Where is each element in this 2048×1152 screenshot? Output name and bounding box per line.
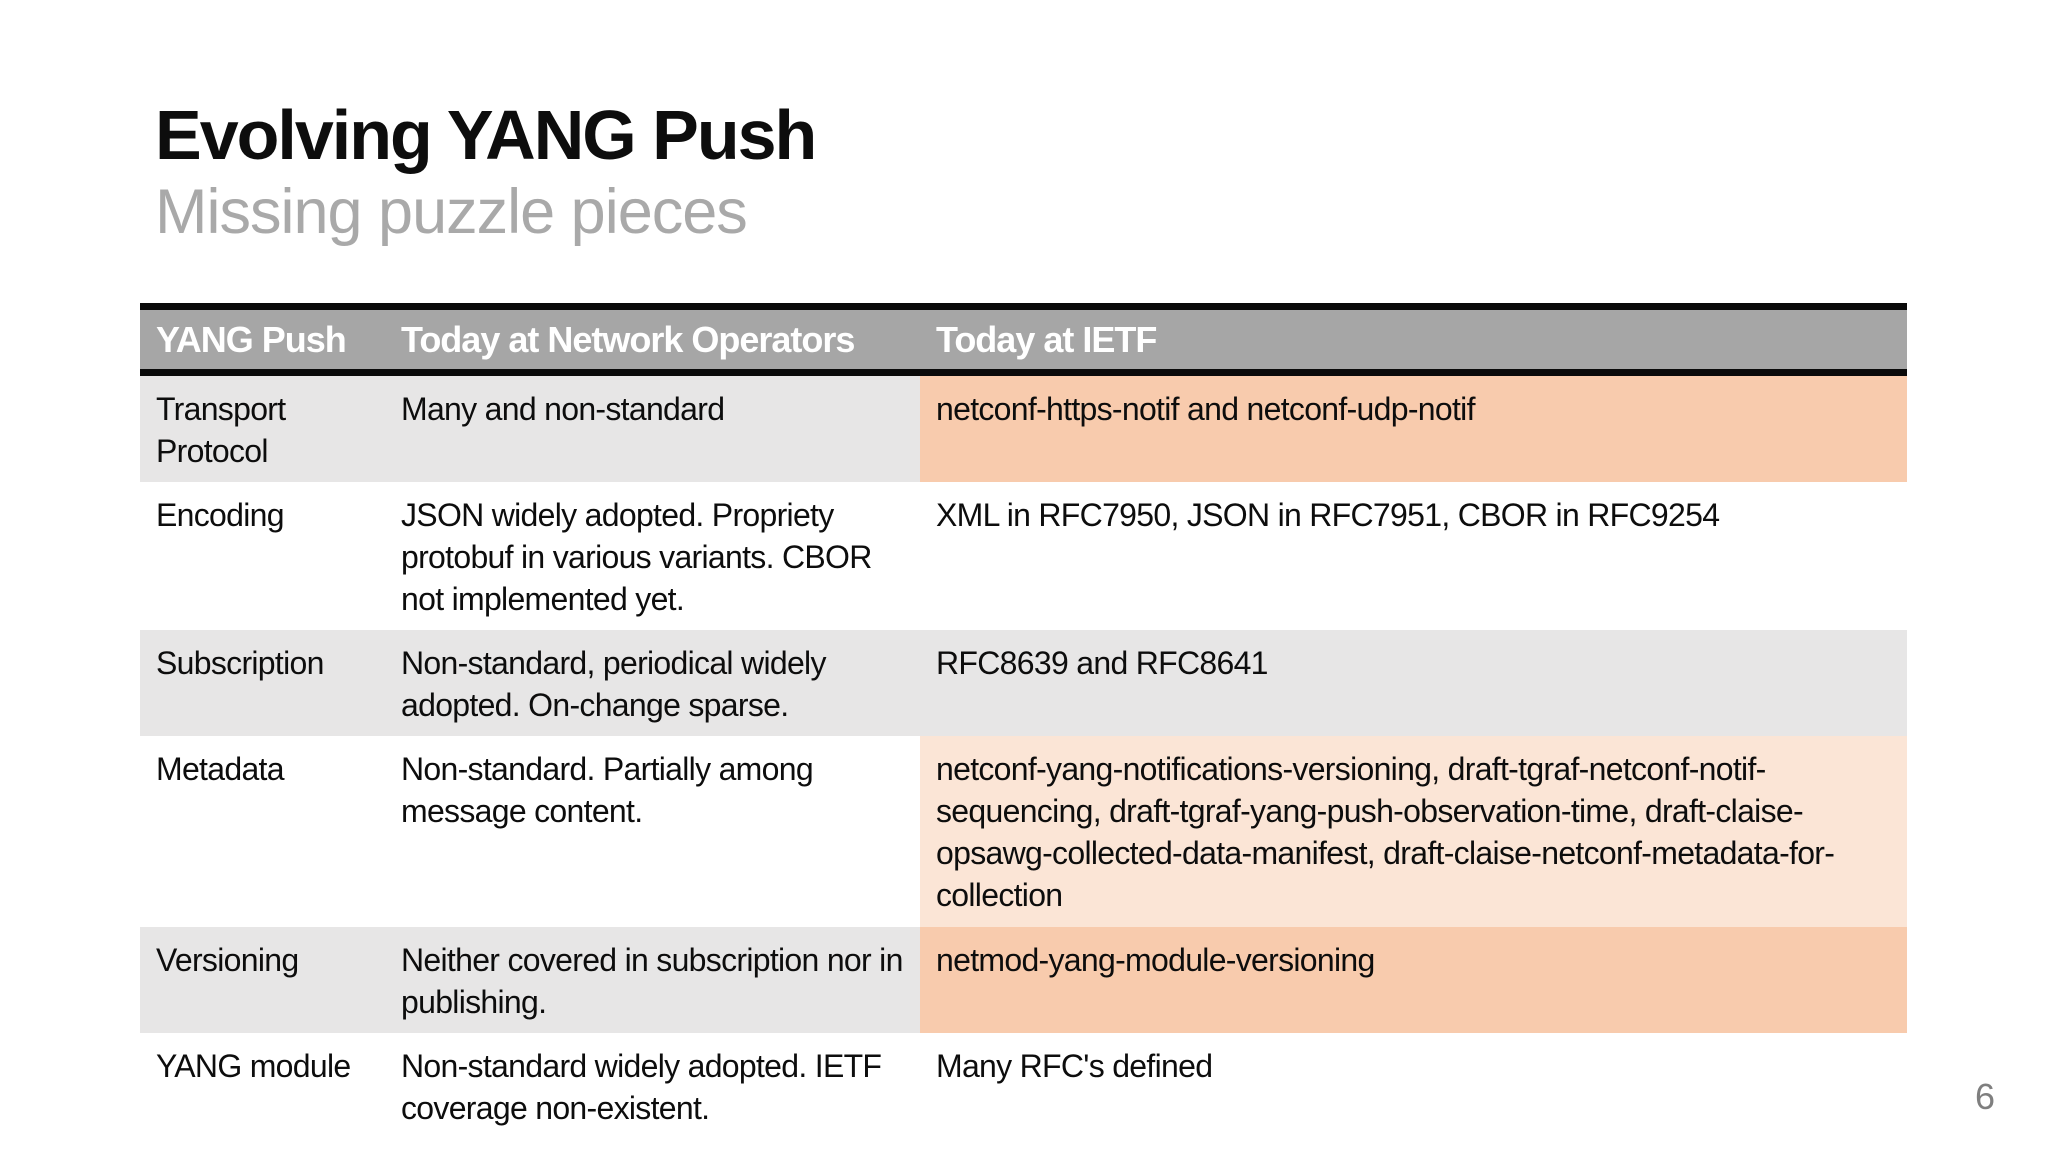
table-cell: Subscription — [140, 630, 385, 736]
table-cell: YANG module — [140, 1033, 385, 1152]
table-cell: Non-standard. Partially among message co… — [385, 736, 920, 927]
table-header-rule — [140, 369, 1907, 376]
table-cell: JSON widely adopted. Propriety protobuf … — [385, 482, 920, 630]
table-cell-highlighted: netmod-yang-module-versioning — [920, 927, 1907, 1033]
table-row-subscription: Subscription Non-standard, periodical wi… — [140, 630, 1907, 736]
table-cell: Non-standard, periodical widely adopted.… — [385, 630, 920, 736]
header-cell-today-at-ietf: Today at IETF — [936, 319, 1157, 360]
header-cell-yang-push: YANG Push — [156, 319, 347, 360]
table-cell: Non-standard widely adopted. IETF covera… — [385, 1033, 920, 1152]
table-row-metadata: Metadata Non-standard. Partially among m… — [140, 736, 1907, 927]
yang-push-table: YANG Push Today at Network Operators Tod… — [140, 303, 1907, 1152]
table-cell-highlighted: netconf-yang-notifications-versioning, d… — [920, 736, 1907, 927]
table-cell: Encoding — [140, 482, 385, 630]
table-row-encoding: Encoding JSON widely adopted. Propriety … — [140, 482, 1907, 630]
table-cell: Metadata — [140, 736, 385, 927]
table-row-yang-module: YANG module Non-standard widely adopted.… — [140, 1033, 1907, 1152]
table-top-rule — [140, 303, 1907, 310]
header-cell-today-at-network-operators: Today at Network Operators — [401, 319, 855, 360]
table-cell: Many RFC's defined — [920, 1033, 1907, 1152]
table-cell: XML in RFC7950, JSON in RFC7951, CBOR in… — [920, 482, 1907, 630]
table-cell: Versioning — [140, 927, 385, 1033]
table-cell: Many and non-standard — [385, 376, 920, 482]
table-cell: RFC8639 and RFC8641 — [920, 630, 1907, 736]
table-cell-highlighted: netconf-https-notif and netconf-udp-noti… — [920, 376, 1907, 482]
table-cell: Transport Protocol — [140, 376, 385, 482]
slide-subtitle: Missing puzzle pieces — [155, 177, 748, 247]
table-header-row: YANG Push Today at Network Operators Tod… — [140, 310, 1907, 369]
page-number: 6 — [1975, 1076, 1996, 1117]
slide-title: Evolving YANG Push — [155, 96, 817, 174]
table-row-transport-protocol: Transport Protocol Many and non-standard… — [140, 376, 1907, 482]
table-cell: Neither covered in subscription nor in p… — [385, 927, 920, 1033]
table-row-versioning: Versioning Neither covered in subscripti… — [140, 927, 1907, 1033]
